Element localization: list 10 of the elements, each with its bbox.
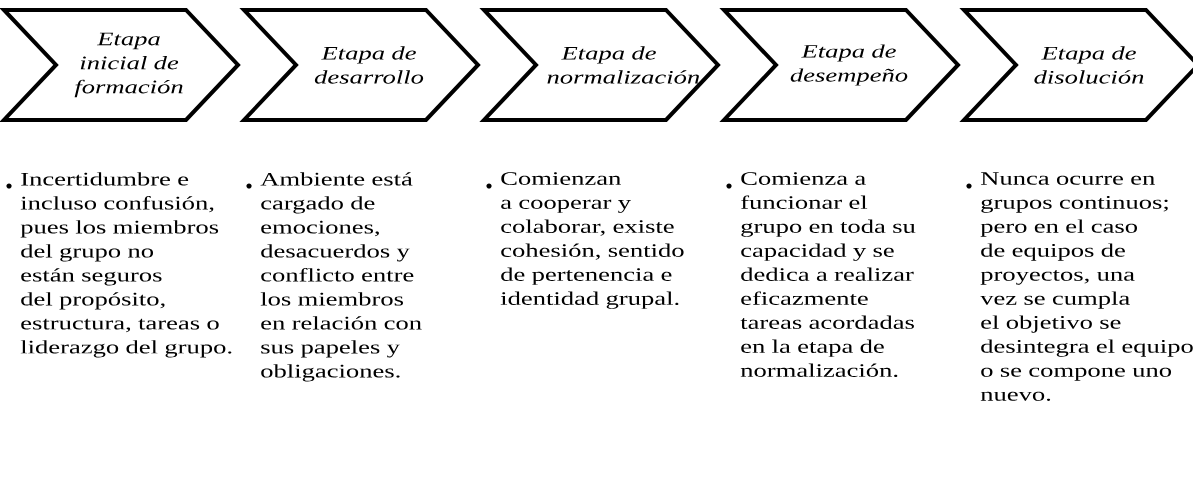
description-text: Incertidumbre e incluso confusión, pues los miembros del grupo no están seguros del propósito, estructura, tareas o liderazgo del grupo. — [20, 172, 232, 358]
process-step: Etapa de disolución — [959, 8, 1193, 122]
process-step: Etapa de desarrollo — [239, 8, 481, 122]
description-text: Comienzan a cooperar y colaborar, existe cohesión, sentido de pertenencia e identidad grupal. — [500, 172, 684, 309]
process-step: Etapa de normalización — [479, 8, 721, 122]
description-text: Nunca ocurre en grupos continuos; pero en el caso de equipos de proyectos, una vez se cumpla el objetivo se desintegra el equipo o se compone uno nuevo. — [980, 172, 1193, 401]
description-text: Comienza a funcionar el grupo en toda su capacidad y se dedica a realizar eficazmente tareas acordadas en la etapa de normalización. — [740, 172, 916, 378]
description-text: Ambiente está cargado de emociones, desacuerdos y conflicto entre los miembros en relación con sus papeles y obligaciones. — [260, 172, 422, 382]
process-step: Etapa de desempeño — [719, 8, 961, 122]
process-step: Etapa inicial de formación — [0, 8, 241, 122]
